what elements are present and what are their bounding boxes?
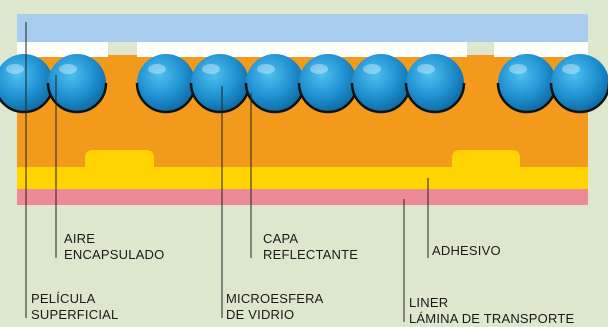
encapsulated-air-pocket: [17, 41, 108, 57]
label-line: REFLECTANTE: [263, 247, 359, 262]
label-adhesive: ADHESIVO: [432, 243, 501, 259]
glass-microsphere: [297, 54, 359, 114]
label-line: LÁMINA DE TRANSPORTE: [409, 311, 575, 326]
glass-microsphere-group: [0, 54, 608, 114]
label-line: ADHESIVO: [432, 243, 501, 258]
label-encapsulated-air: AIRE ENCAPSULADO: [64, 231, 164, 263]
label-line: ENCAPSULADO: [64, 247, 165, 262]
leader-lines: [25, 22, 429, 322]
label-line: AIRE: [64, 231, 96, 246]
label-line: DE VIDRIO: [226, 307, 295, 322]
glass-microsphere: [135, 54, 197, 114]
label-liner-transport-sheet: LINER LÁMINA DE TRANSPORTE: [409, 295, 574, 327]
glass-microsphere: [404, 54, 466, 114]
adhesive-bump-left: [85, 150, 154, 167]
label-line: PELÍCULA: [31, 291, 96, 306]
glass-microsphere: [244, 54, 306, 114]
label-line: CAPA: [263, 231, 299, 246]
glass-microsphere: [189, 54, 251, 114]
surface-film-layer: [17, 14, 588, 42]
glass-microsphere: [46, 54, 108, 114]
label-line: SUPERFICIAL: [31, 307, 119, 322]
label-reflective-layer: CAPA REFLECTANTE: [263, 231, 358, 263]
glass-microsphere: [549, 54, 608, 114]
glass-microsphere: [350, 54, 412, 114]
encapsulated-air-pocket: [494, 41, 588, 57]
adhesive-layer: [17, 166, 588, 189]
label-surface-film: PELÍCULA SUPERFICIAL: [31, 291, 118, 323]
label-glass-microsphere: MICROESFERA DE VIDRIO: [226, 291, 324, 323]
liner-layer: [17, 188, 588, 205]
adhesive-bump-right: [452, 150, 520, 167]
label-line: LINER: [409, 295, 449, 310]
encapsulated-air-pocket: [137, 41, 467, 57]
label-line: MICROESFERA: [226, 291, 324, 306]
glass-microsphere: [496, 54, 558, 114]
